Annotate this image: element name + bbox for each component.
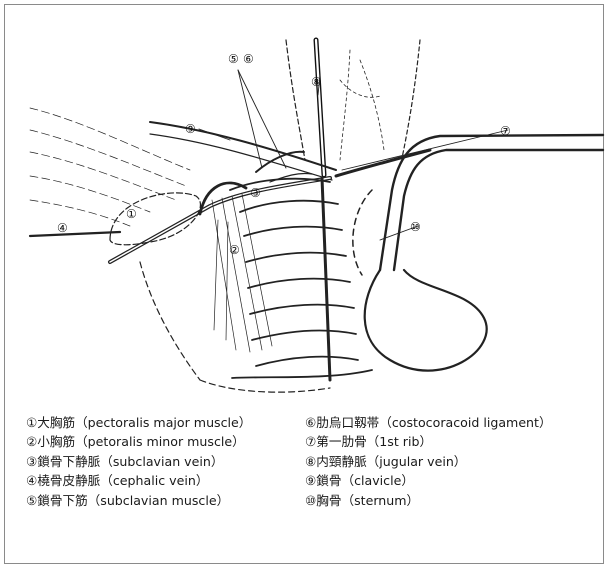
legend-column-right: ⑥肋烏口靱帯（costocoracoid ligament） ⑦第一肋骨（1st… [305, 413, 552, 510]
legend-column-left: ①大胸筋（pectoralis major muscle） ②小胸筋（petor… [26, 413, 251, 510]
subclavian-vein-right-inner [394, 150, 603, 270]
callout-6: ⑥ [243, 52, 254, 66]
callout-8: ⑧ [311, 75, 322, 89]
legend-item: ⑩胸骨（sternum） [305, 491, 552, 510]
neck-muscle-strands [340, 50, 384, 160]
callout-3: ③ [250, 186, 261, 200]
sternum-outline [365, 270, 487, 371]
sternum-dashed [353, 190, 372, 275]
anatomy-illustration: ⑤ ⑥ ⑧ ⑨ ⑦ ③ ⑩ ① ④ ② [0, 0, 610, 410]
cephalic-vein [30, 232, 120, 236]
callout-7: ⑦ [500, 124, 511, 138]
pectoralis-minor-fibers [212, 194, 272, 352]
legend-item: ⑥肋烏口靱帯（costocoracoid ligament） [305, 413, 552, 432]
jugular-vein-core [316, 40, 324, 175]
callout-1: ① [126, 207, 137, 221]
legend-item: ③鎖骨下静脈（subclavian vein） [26, 452, 251, 471]
legend-item: ①大胸筋（pectoralis major muscle） [26, 413, 251, 432]
neck-outline-left [286, 40, 305, 160]
callout-10: ⑩ [410, 220, 421, 234]
pectoralis-major-fibers [30, 108, 190, 226]
legend-item: ⑦第一肋骨（1st rib） [305, 432, 552, 451]
legend-item: ④橈骨皮静脈（cephalic vein） [26, 471, 251, 490]
callout-5: ⑤ [228, 52, 239, 66]
leader-lines [199, 70, 508, 240]
callout-9: ⑨ [185, 122, 196, 136]
legend-item: ⑨鎖骨（clavicle） [305, 471, 552, 490]
rib-cage [230, 179, 372, 378]
legend-item: ②小胸筋（petoralis minor muscle） [26, 432, 251, 451]
clavicle [150, 122, 336, 170]
callout-2: ② [229, 243, 240, 257]
first-rib [336, 150, 430, 176]
neck-outline-right [402, 40, 420, 158]
torso-outline [140, 262, 330, 392]
callout-4: ④ [57, 221, 68, 235]
legend-item: ⑤鎖骨下筋（subclavian muscle） [26, 491, 251, 510]
legend-item: ⑧内頸静脈（jugular vein） [305, 452, 552, 471]
